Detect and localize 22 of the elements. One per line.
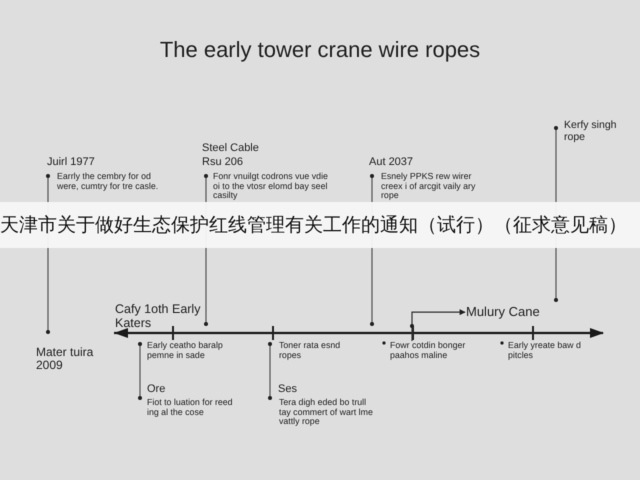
arrow	[411, 309, 466, 341]
event-label: Kerfy singh rope	[564, 120, 618, 144]
event-heading: Cafy 1oth Early Katers	[115, 303, 202, 330]
event-description: Fowr cotdin bonger paahos maline	[390, 341, 485, 360]
event-heading: Ore	[147, 383, 166, 396]
event-description: Earrly the cembry for od were, cumtry for tre casle.	[57, 172, 160, 192]
title: The early tower crane wire ropes	[158, 38, 482, 62]
event-description: Fiot to luation for reed ing al the cose	[147, 398, 234, 418]
event-date: Mater tuira 2009	[36, 346, 94, 372]
event-date: Aut 2037	[369, 156, 414, 168]
event-description: Tera digh eded bo trull tay commert of wart lme vattly rope	[279, 398, 374, 428]
event-description: Early yreate baw d pitcles	[508, 341, 582, 360]
event-description: Fonr vnuilgt codrons vue vdie oi to the vtosr elomd bay seel casilty	[213, 172, 329, 202]
event-heading: Steel Cable	[202, 142, 260, 154]
event-heading: Ses	[278, 383, 298, 396]
event-date: Rsu 206	[202, 156, 244, 168]
event-description: Early ceatho baralp pemne in sade	[147, 341, 224, 360]
event-description: Esnely PPKS rew wirer creex i of arcgit vaily ary rope	[381, 172, 476, 202]
event-label: Mulury Cane	[466, 305, 540, 320]
event-date: Juirl 1977	[47, 156, 96, 168]
banner: 天津市关于做好生态保护红线管理有关工作的通知（试行）（征求意见稿）	[0, 202, 640, 248]
event-description: Toner rata esnd ropes	[279, 341, 342, 360]
